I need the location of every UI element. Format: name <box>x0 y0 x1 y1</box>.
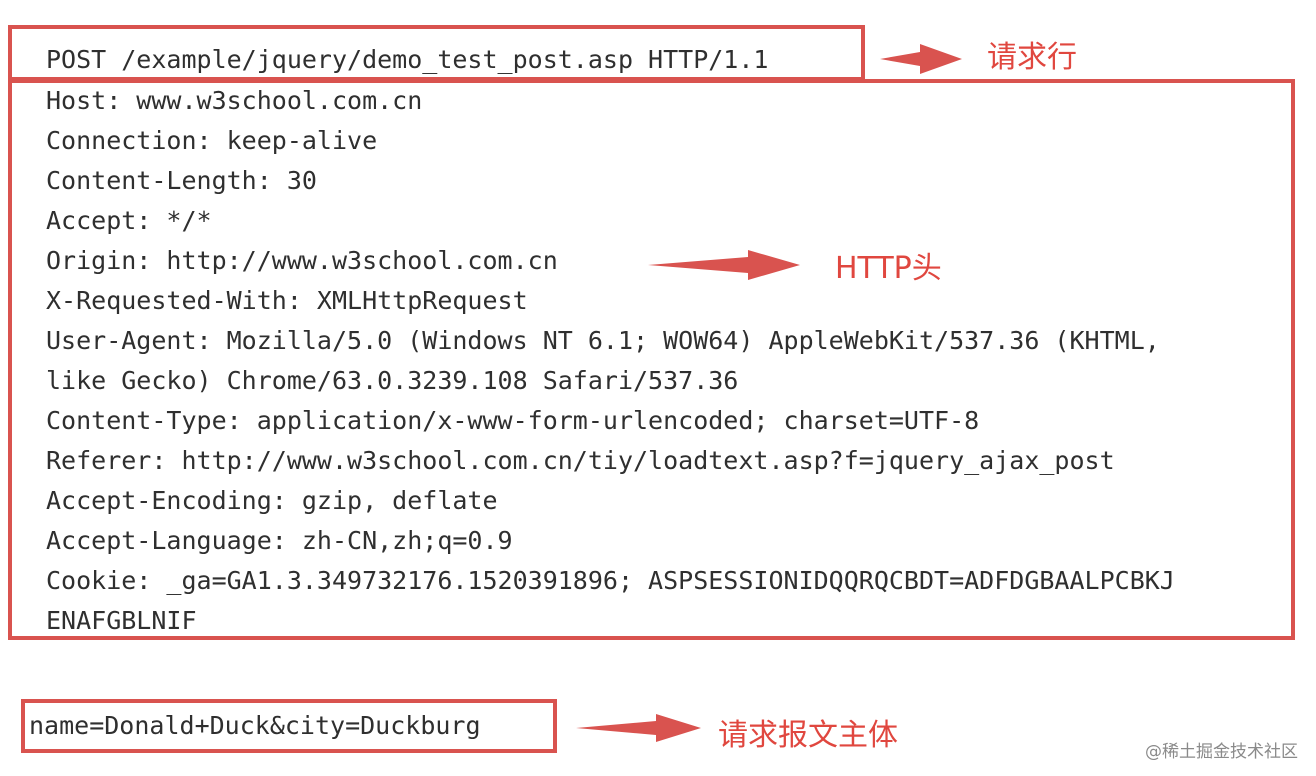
body-label: 请求报文主体 <box>718 718 898 753</box>
header-line: Origin: http://www.w3school.com.cn <box>46 246 558 275</box>
body-box <box>21 699 557 753</box>
request-line-text: POST /example/jquery/demo_test_post.asp … <box>46 45 769 74</box>
header-line: Content-Type: application/x-www-form-url… <box>46 406 980 435</box>
header-line: User-Agent: Mozilla/5.0 (Windows NT 6.1;… <box>46 326 1160 355</box>
body-text: name=Donald+Duck&city=Duckburg <box>29 711 481 740</box>
header-line: like Gecko) Chrome/63.0.3239.108 Safari/… <box>46 366 739 395</box>
header-line: X-Requested-With: XMLHttpRequest <box>46 286 528 315</box>
arrow-right-icon <box>648 250 800 280</box>
header-line: Accept: */* <box>46 206 212 235</box>
headers-box <box>8 79 1295 640</box>
header-line: Cookie: _ga=GA1.3.349732176.1520391896; … <box>46 566 1175 595</box>
request-line-label: 请求行 <box>987 40 1077 75</box>
header-line: Host: www.w3school.com.cn <box>46 86 423 115</box>
header-line: Accept-Language: zh-CN,zh;q=0.9 <box>46 526 513 555</box>
header-line: Accept-Encoding: gzip, deflate <box>46 486 498 515</box>
arrow-right-icon <box>576 714 701 742</box>
header-line: Connection: keep-alive <box>46 126 378 155</box>
header-line: Content-Length: 30 <box>46 166 317 195</box>
header-line: Referer: http://www.w3school.com.cn/tiy/… <box>46 446 1115 475</box>
arrow-right-icon <box>880 44 962 74</box>
headers-label: HTTP头 <box>835 251 942 286</box>
watermark: @稀土掘金技术社区 <box>1145 742 1298 762</box>
header-line: ENAFGBLNIF <box>46 606 197 635</box>
